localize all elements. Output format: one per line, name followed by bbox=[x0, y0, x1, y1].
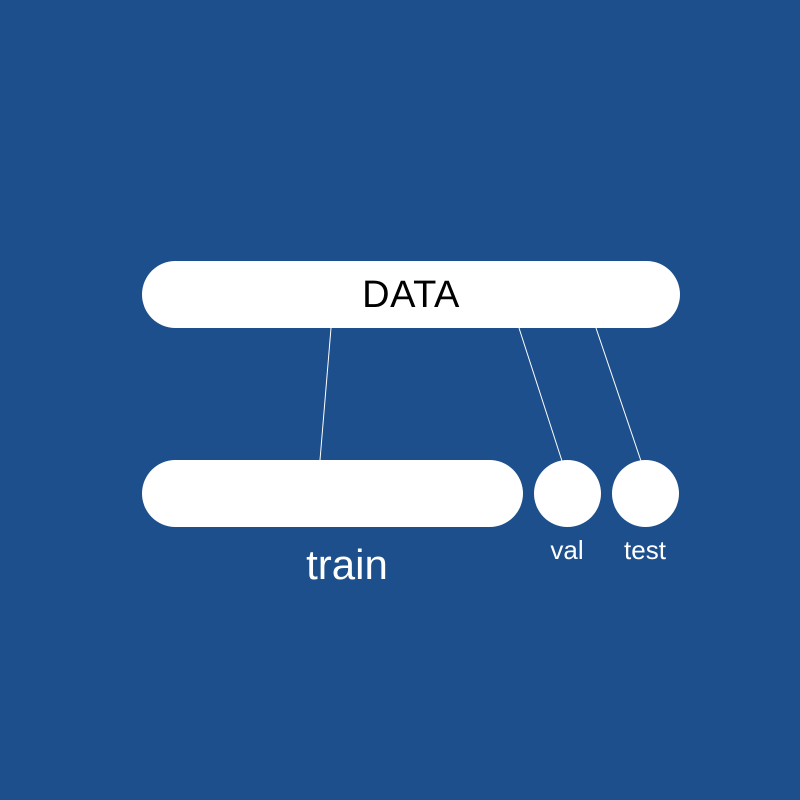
val-node bbox=[534, 460, 601, 527]
data-label: DATA bbox=[362, 274, 460, 316]
connector-data-to-test bbox=[595, 327, 642, 462]
train-label: train bbox=[306, 541, 388, 588]
data-node: DATA bbox=[142, 261, 680, 328]
connector-data-to-val bbox=[518, 327, 563, 462]
train-node bbox=[142, 460, 523, 527]
connector-data-to-train bbox=[319, 327, 332, 461]
test-node bbox=[612, 460, 679, 527]
val-label: val bbox=[550, 535, 584, 565]
test-label: test bbox=[624, 535, 666, 565]
